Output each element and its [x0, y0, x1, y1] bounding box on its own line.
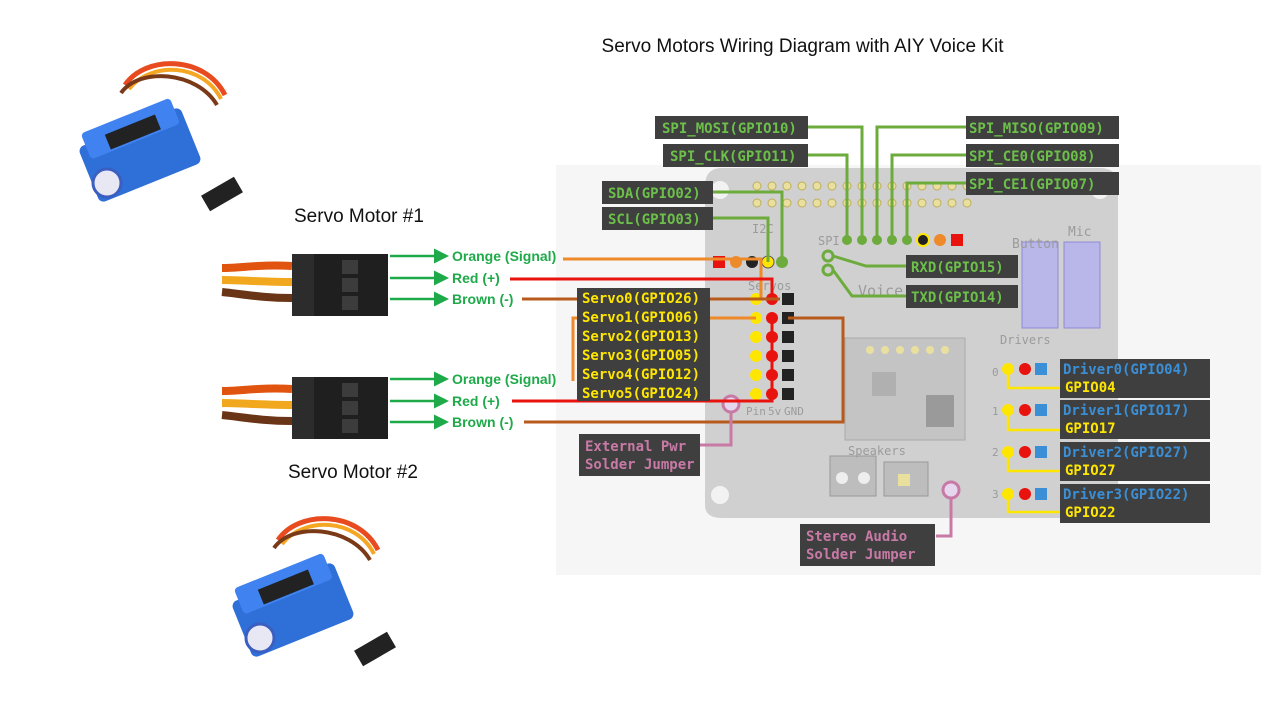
label-driver3: Driver3(GPIO22)	[1063, 487, 1189, 503]
label-driver0: Driver0(GPIO04)	[1063, 362, 1189, 378]
label-driver1-gpio: GPIO17	[1065, 421, 1116, 437]
wire-label-signal-2: Orange (Signal)	[452, 371, 556, 387]
connector-plug-icon	[222, 377, 388, 439]
servo-motor-icon	[231, 519, 396, 667]
servo-caption-1: Servo Motor #1	[294, 206, 424, 227]
label-rxd: RXD(GPIO15)	[911, 260, 1004, 276]
silk-speakers: Speakers	[848, 444, 906, 458]
label-driver2-gpio: GPIO27	[1065, 463, 1116, 479]
label-sda: SDA(GPIO02)	[608, 186, 701, 202]
silk-i2c: I2C	[752, 222, 774, 236]
wire-label-power-1: Red (+)	[452, 270, 500, 286]
silk-5v: 5v	[768, 405, 782, 418]
label-external-pwr: External Pwr	[585, 439, 686, 455]
label-spi-miso: SPI_MISO(GPIO09)	[969, 121, 1104, 137]
label-spi-ce1: SPI_CE1(GPIO07)	[969, 177, 1095, 193]
wire-label-power-2: Red (+)	[452, 393, 500, 409]
label-scl: SCL(GPIO03)	[608, 212, 701, 228]
label-servo4: Servo4(GPIO12)	[582, 367, 700, 383]
silk-mic: Mic	[1068, 225, 1091, 240]
wire-label-ground-1: Brown (-)	[452, 291, 513, 307]
label-driver1: Driver1(GPIO17)	[1063, 403, 1189, 419]
servo-caption-2: Servo Motor #2	[288, 462, 418, 483]
label-driver0-gpio: GPIO04	[1065, 380, 1116, 396]
wire-label-signal-1: Orange (Signal)	[452, 248, 556, 264]
label-spi-clk: SPI_CLK(GPIO11)	[670, 149, 796, 165]
label-spi-mosi: SPI_MOSI(GPIO10)	[662, 121, 797, 137]
label-servo3: Servo3(GPIO05)	[582, 348, 700, 364]
silk-driver-num-0: 0	[992, 366, 999, 379]
label-external-jumper: Solder Jumper	[585, 457, 695, 473]
label-driver2: Driver2(GPIO27)	[1063, 445, 1189, 461]
silk-pin: Pin	[746, 405, 766, 418]
label-stereo-jumper: Solder Jumper	[806, 547, 916, 563]
label-servo1: Servo1(GPIO06)	[582, 310, 700, 326]
silk-driver-num-1: 1	[992, 405, 999, 418]
connector-plug-icon	[222, 254, 388, 316]
label-txd: TXD(GPIO14)	[911, 290, 1004, 306]
page-title: Servo Motors Wiring Diagram with AIY Voi…	[601, 36, 1004, 57]
label-servo5: Servo5(GPIO24)	[582, 386, 700, 402]
label-servo2: Servo2(GPIO13)	[582, 329, 700, 345]
label-spi-ce0: SPI_CE0(GPIO08)	[969, 149, 1095, 165]
arrow-right-icon	[390, 248, 449, 430]
silk-drivers: Drivers	[1000, 333, 1051, 347]
silk-button: Button	[1012, 237, 1059, 252]
wire-label-ground-2: Brown (-)	[452, 414, 513, 430]
silk-driver-num-3: 3	[992, 488, 999, 501]
servo-motor-icon	[78, 64, 243, 212]
silk-servos: Servos	[748, 279, 791, 293]
silk-gnd: GND	[784, 405, 804, 418]
label-stereo-audio: Stereo Audio	[806, 529, 907, 545]
label-driver3-gpio: GPIO22	[1065, 505, 1116, 521]
silk-spi: SPI	[818, 234, 840, 248]
label-servo0: Servo0(GPIO26)	[582, 291, 700, 307]
silk-driver-num-2: 2	[992, 446, 999, 459]
